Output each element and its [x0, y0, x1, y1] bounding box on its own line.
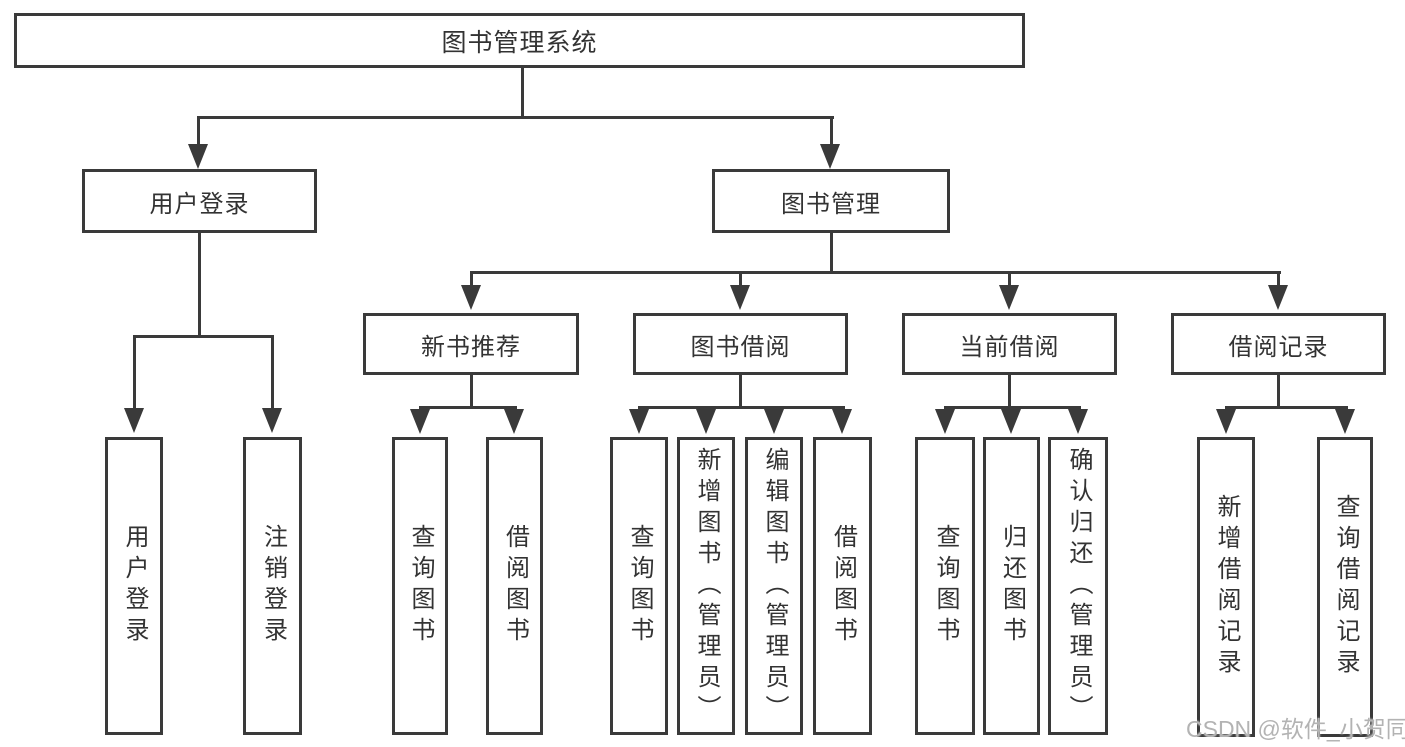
- connector-line: [1225, 406, 1348, 409]
- node-current-borrow: 当前借阅: [902, 313, 1117, 375]
- node-borrow-record: 借阅记录: [1171, 313, 1386, 375]
- arrow-down-icon: [629, 409, 649, 434]
- node-library-management-system: 图书管理系统: [14, 13, 1025, 68]
- node-label: 确认归还（管理员）: [1065, 446, 1092, 726]
- connector-line: [133, 335, 274, 338]
- node-label: 图书借阅: [690, 333, 791, 361]
- connector-line: [133, 335, 136, 411]
- arrow-down-icon: [262, 408, 282, 433]
- node-label: 查询图书: [626, 524, 653, 648]
- connector-line: [739, 271, 742, 288]
- leaf-logout: 注销登录: [243, 437, 302, 735]
- arrow-down-icon: [832, 409, 852, 434]
- node-label: 查询借阅记录: [1332, 494, 1359, 680]
- connector-line: [470, 271, 1281, 274]
- connector-line: [638, 406, 845, 409]
- arrow-down-icon: [188, 144, 208, 169]
- leaf-newbook-query-book: 查询图书: [392, 437, 448, 735]
- connector-line: [1277, 375, 1280, 408]
- leaf-borrow-edit-book-admin: 编辑图书（管理员）: [745, 437, 803, 735]
- connector-line: [739, 375, 742, 408]
- connector-line: [419, 406, 517, 409]
- arrow-down-icon: [461, 285, 481, 310]
- node-label: 借阅图书: [501, 524, 529, 648]
- node-label: 图书管理: [781, 190, 881, 218]
- connector-line: [1008, 271, 1011, 288]
- node-book-borrow: 图书借阅: [633, 313, 848, 375]
- node-label: 新增借阅记录: [1213, 494, 1240, 680]
- arrow-down-icon: [764, 409, 784, 434]
- node-label: 查询图书: [407, 524, 434, 648]
- node-label: 用户登录: [121, 524, 148, 648]
- connector-line: [830, 233, 833, 274]
- arrow-down-icon: [1001, 409, 1021, 434]
- arrow-down-icon: [124, 408, 144, 433]
- connector-line: [1008, 375, 1011, 408]
- arrow-down-icon: [1335, 409, 1355, 434]
- arrow-down-icon: [820, 144, 840, 169]
- node-label: 新书推荐: [421, 333, 521, 361]
- leaf-newbook-borrow-book: 借阅图书: [486, 437, 543, 735]
- node-label: 当前借阅: [959, 333, 1060, 361]
- node-label: 借阅图书: [829, 524, 857, 648]
- node-label: 借阅记录: [1228, 333, 1329, 361]
- node-label: 图书管理系统: [441, 28, 598, 57]
- watermark-text: CSDN @软件_小贺同学: [1186, 716, 1405, 742]
- arrow-down-icon: [1268, 285, 1288, 310]
- leaf-record-add-borrow-record: 新增借阅记录: [1197, 437, 1255, 737]
- node-new-book-recommend: 新书推荐: [363, 313, 579, 375]
- leaf-borrow-add-book-admin: 新增图书（管理员）: [677, 437, 735, 735]
- arrow-down-icon: [1068, 409, 1088, 434]
- connector-line: [521, 67, 524, 118]
- connector-line: [198, 233, 201, 338]
- leaf-current-return-book: 归还图书: [983, 437, 1040, 735]
- connector-line: [830, 116, 833, 146]
- node-label: 查询图书: [932, 524, 959, 648]
- arrow-down-icon: [1216, 409, 1236, 434]
- arrow-down-icon: [730, 285, 750, 310]
- node-book-management: 图书管理: [712, 169, 950, 233]
- node-label: 用户登录: [149, 190, 250, 218]
- connector-line: [1277, 271, 1280, 288]
- connector-line: [470, 375, 473, 408]
- node-label: 编辑图书（管理员）: [761, 446, 788, 726]
- node-label: 注销登录: [259, 524, 287, 648]
- leaf-borrow-borrow-book: 借阅图书: [813, 437, 872, 735]
- connector-line: [197, 116, 834, 119]
- arrow-down-icon: [696, 409, 716, 434]
- node-label: 新增图书（管理员）: [693, 446, 720, 726]
- leaf-borrow-query-book: 查询图书: [610, 437, 668, 735]
- arrow-down-icon: [999, 285, 1019, 310]
- arrow-down-icon: [935, 409, 955, 434]
- node-user-login: 用户登录: [82, 169, 317, 233]
- leaf-current-confirm-return-admin: 确认归还（管理员）: [1048, 437, 1108, 735]
- connector-line: [197, 116, 200, 146]
- leaf-record-query-borrow-record: 查询借阅记录: [1317, 437, 1373, 737]
- connector-line: [470, 271, 473, 288]
- arrow-down-icon: [410, 409, 430, 434]
- arrow-down-icon: [504, 409, 524, 434]
- node-label: 归还图书: [998, 524, 1026, 648]
- connector-line: [271, 335, 274, 411]
- leaf-current-query-book: 查询图书: [915, 437, 975, 735]
- leaf-user-login: 用户登录: [105, 437, 163, 735]
